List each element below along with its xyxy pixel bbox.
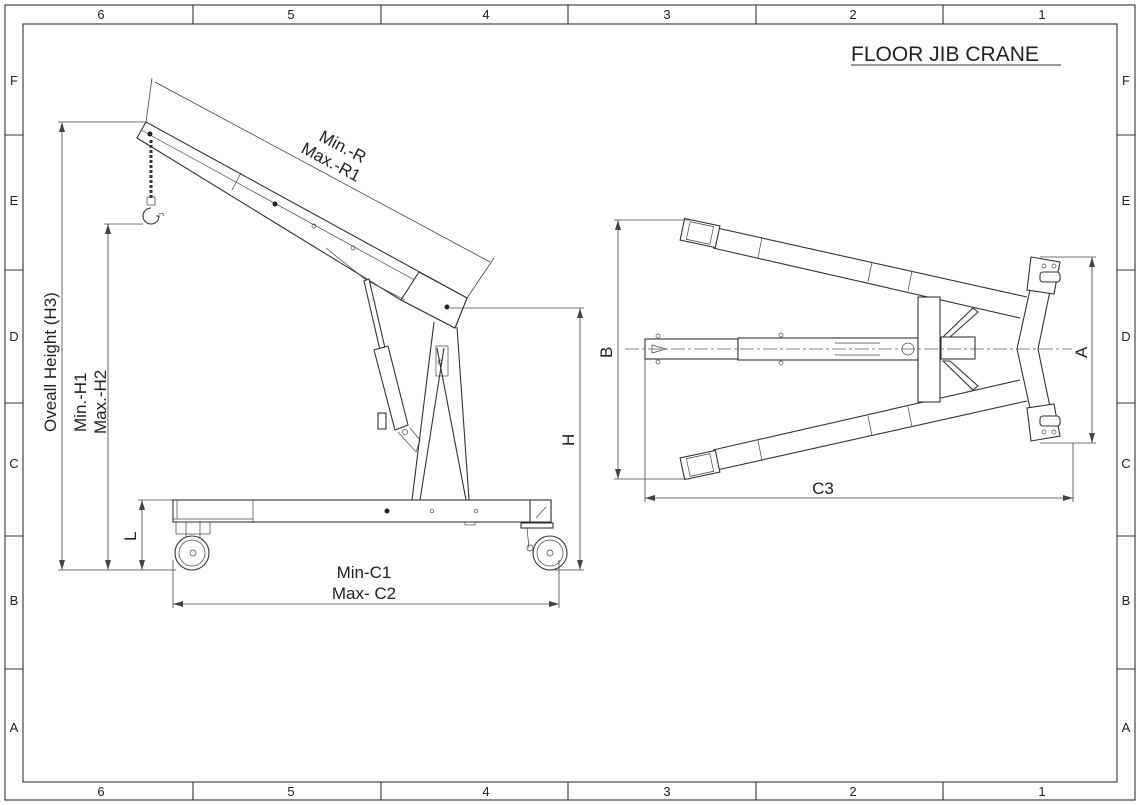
zone-col-6-bottom: 6 bbox=[97, 784, 104, 799]
drawing-title: FLOOR JIB CRANE bbox=[851, 43, 1039, 66]
top-dimensions bbox=[614, 219, 1096, 502]
side-dimensions bbox=[58, 77, 584, 608]
zone-row-f-right: F bbox=[1122, 73, 1130, 88]
width-b-label: B bbox=[597, 347, 616, 358]
hook-max-label: Max.-H2 bbox=[91, 370, 110, 434]
base-max-label: Max- C2 bbox=[332, 584, 396, 603]
zone-row-a-left: A bbox=[10, 720, 19, 735]
zone-row-a-right: A bbox=[1122, 720, 1131, 735]
zone-row-b-right: B bbox=[1122, 593, 1131, 608]
zone-col-4-bottom: 4 bbox=[482, 784, 489, 799]
zone-col-2-top: 2 bbox=[849, 7, 856, 22]
lower-leg bbox=[679, 379, 1028, 481]
zone-col-1-bottom: 1 bbox=[1038, 784, 1045, 799]
front-caster-wheel bbox=[520, 522, 568, 571]
boom bbox=[136, 121, 468, 329]
zone-col-3-bottom: 3 bbox=[663, 784, 670, 799]
hook-min-label: Min.-H1 bbox=[71, 372, 90, 432]
side-view: Min.-R Max.-R1 Oveall Height (H3) Min.-H… bbox=[41, 77, 584, 608]
top-view: B A C3 bbox=[597, 217, 1096, 502]
zone-col-4-top: 4 bbox=[482, 7, 489, 22]
leg-height-label: L bbox=[121, 532, 140, 541]
zone-col-2-bottom: 2 bbox=[849, 784, 856, 799]
hydraulic-cylinder bbox=[363, 278, 421, 453]
caster-upper-left bbox=[679, 217, 721, 249]
base-leg bbox=[172, 499, 552, 526]
zone-row-e-left: E bbox=[10, 193, 19, 208]
drawing-frame bbox=[4, 4, 1136, 801]
rear-frame bbox=[1016, 256, 1061, 442]
zone-col-5-bottom: 5 bbox=[287, 784, 294, 799]
zone-row-f-left: F bbox=[10, 73, 18, 88]
upper-leg bbox=[679, 217, 1028, 319]
zone-row-d-right: D bbox=[1121, 329, 1130, 344]
zone-row-d-left: D bbox=[9, 329, 18, 344]
pivot-height-label: H bbox=[559, 434, 578, 446]
zone-col-5-top: 5 bbox=[287, 7, 294, 22]
zone-row-b-left: B bbox=[10, 593, 19, 608]
caster-lower-left bbox=[679, 449, 721, 481]
zone-row-e-right: E bbox=[1122, 193, 1131, 208]
top-dimension-arrows bbox=[615, 220, 1095, 501]
zone-row-c-right: C bbox=[1121, 456, 1130, 471]
width-a-label: A bbox=[1072, 346, 1091, 358]
overall-height-label: Oveall Height (H3) bbox=[41, 292, 60, 432]
zone-col-3-top: 3 bbox=[663, 7, 670, 22]
zone-col-6-top: 6 bbox=[97, 7, 104, 22]
mast bbox=[411, 321, 470, 501]
zone-col-1-top: 1 bbox=[1038, 7, 1045, 22]
base-min-label: Min-C1 bbox=[337, 563, 392, 582]
rear-wheel bbox=[174, 521, 211, 571]
top-boom-and-mast bbox=[644, 296, 979, 403]
length-c3-label: C3 bbox=[812, 479, 834, 498]
side-dimension-arrows bbox=[59, 122, 583, 607]
zone-row-c-left: C bbox=[9, 456, 18, 471]
chain-hook bbox=[142, 140, 165, 225]
